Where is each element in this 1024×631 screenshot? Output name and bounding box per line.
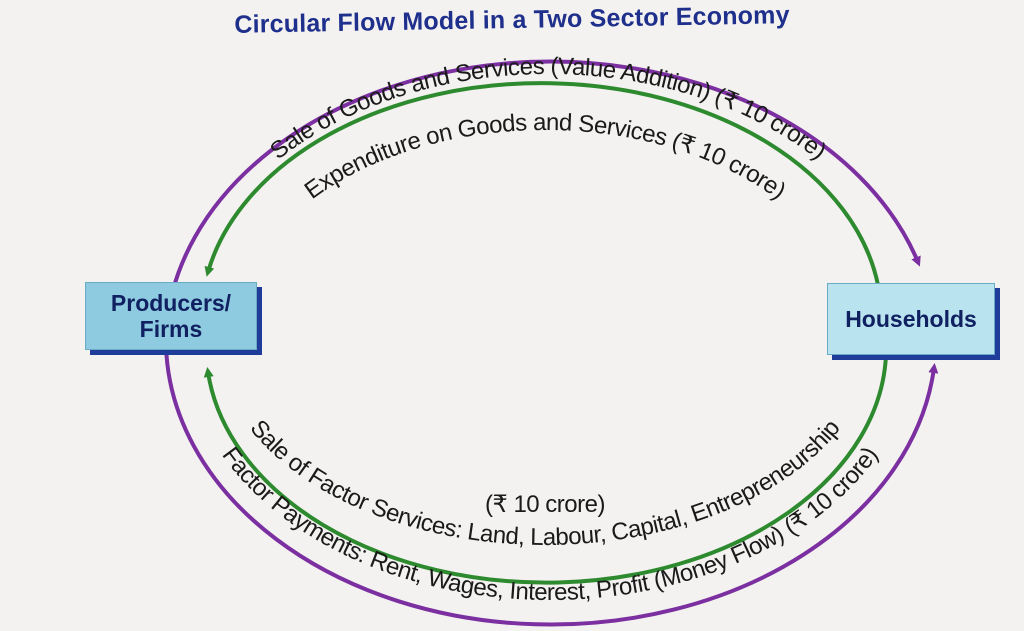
flow-arrow-factor-payments	[164, 344, 939, 627]
households-label: Households	[845, 305, 977, 332]
producers-label: Producers/ Firms	[110, 290, 232, 342]
flow-label-factor-services-amount: (₹ 10 crore)	[485, 491, 605, 518]
producers-firms-box: Producers/ Firms	[85, 282, 257, 350]
flow-label-goods: Sale of Goods and Services (Value Additi…	[265, 53, 831, 165]
flow-arrow-factor-services	[203, 354, 888, 585]
households-box: Households	[827, 283, 995, 355]
flow-arrow-expenditure	[204, 81, 880, 286]
flow-arrow-goods	[164, 59, 921, 331]
flow-label-expenditure: Expenditure on Goods and Services (₹ 10 …	[300, 109, 791, 205]
